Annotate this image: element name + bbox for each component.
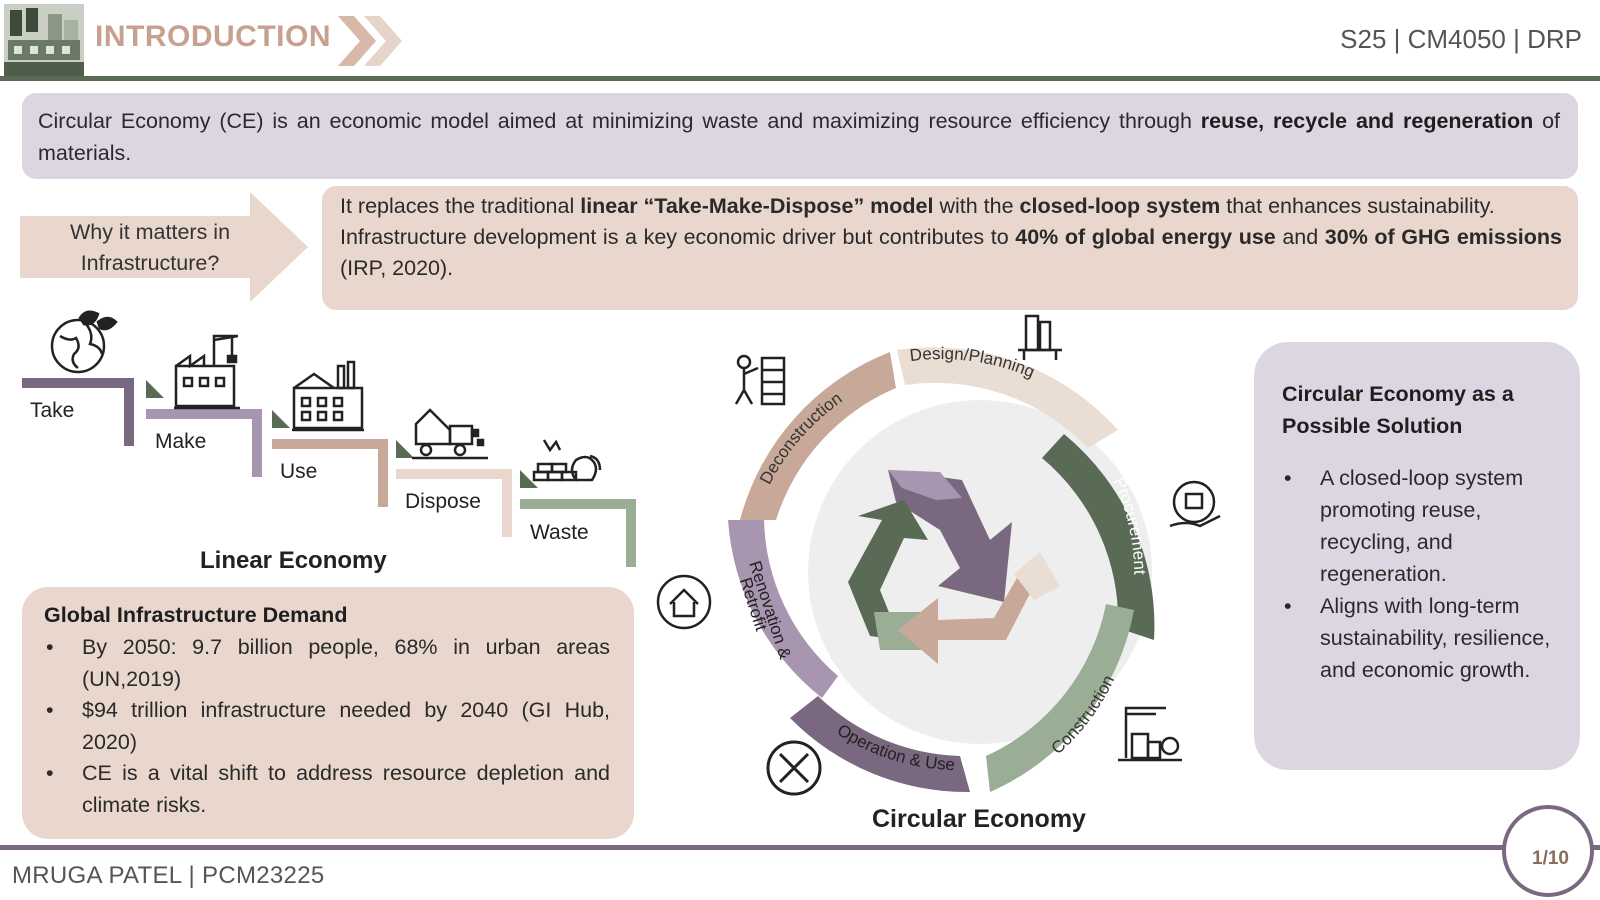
step-make: [146, 380, 262, 477]
worker-deconstruction-icon: [734, 354, 786, 406]
demand-item: By 2050: 9.7 billion people, 68% in urba…: [44, 632, 610, 695]
why-line-1: Why it matters in: [69, 220, 231, 244]
demand-list: By 2050: 9.7 billion people, 68% in urba…: [44, 632, 610, 821]
demand-item: $94 trillion infrastructure needed by 20…: [44, 695, 610, 758]
dump-truck-icon: [412, 408, 488, 460]
intro-text-end: of materials.: [38, 109, 1561, 165]
step-label-dispose: Dispose: [405, 490, 481, 513]
replace-text: and: [1275, 225, 1325, 249]
replace-paragraph-1: It replaces the traditional linear “Take…: [340, 191, 1562, 222]
tools-operation-icon: [766, 740, 822, 796]
step-take: [22, 378, 134, 446]
segment-design-planning: [897, 347, 1118, 448]
replace-bold: linear “Take-Make-Dispose” model: [580, 194, 934, 218]
linear-economy-title: Linear Economy: [200, 547, 387, 574]
linear-vs-closed-loop-box: It replaces the traditional linear “Take…: [322, 186, 1578, 310]
page-number: 1/10: [1532, 848, 1569, 869]
circular-economy-diagram: Design/Planning Procurement Construction…: [656, 314, 1221, 796]
step-label-take: Take: [30, 399, 75, 422]
intro-definition-box: Circular Economy (CE) is an economic mod…: [22, 93, 1578, 179]
segment-deconstruction: [740, 352, 896, 520]
why-line-2: Infrastructure?: [80, 251, 220, 275]
segment-construction: [986, 604, 1134, 792]
demand-title: Global Infrastructure Demand: [44, 603, 348, 627]
step-use: [272, 410, 388, 507]
segment-operation-use: [790, 696, 970, 793]
replace-paragraph-2: Infrastructure development is a key econ…: [340, 222, 1562, 284]
solution-title: Circular Economy as a Possible Solution: [1282, 382, 1514, 438]
demand-item: CE is a vital shift to address resource …: [44, 758, 610, 821]
crane-construction-icon: [1118, 706, 1182, 762]
globe-leaf-icon: [50, 310, 118, 374]
global-infrastructure-demand-box: Global Infrastructure Demand By 2050: 9.…: [22, 587, 634, 839]
replace-text: Infrastructure development is a key econ…: [340, 225, 1016, 249]
segment-renovation-retrofit: [728, 520, 838, 698]
replace-text: that enhances sustainability.: [1220, 194, 1495, 218]
crane-factory-icon: [174, 334, 240, 410]
house-renovation-icon: [656, 574, 712, 630]
replace-text: (IRP, 2020).: [340, 256, 454, 280]
step-label-make: Make: [155, 430, 207, 453]
solution-item: A closed-loop system promoting reuse, re…: [1282, 462, 1558, 590]
step-label-waste: Waste: [530, 521, 589, 544]
replace-bold: 30% of GHG emissions: [1324, 225, 1562, 249]
building-design-icon: [1018, 314, 1062, 360]
linear-economy-diagram: [22, 310, 636, 567]
city-buildings-icon: [292, 360, 364, 432]
solution-list: A closed-loop system promoting reuse, re…: [1282, 462, 1558, 686]
step-label-use: Use: [280, 460, 318, 483]
intro-text: Circular Economy (CE) is an economic mod…: [38, 109, 1201, 133]
step-dispose: [396, 440, 512, 537]
step-waste: [520, 470, 636, 567]
slide-title: INTRODUCTION: [95, 20, 331, 53]
why-it-matters-label: Why it matters in Infrastructure?: [40, 217, 260, 279]
author-id: MRUGA PATEL | PCM23225: [12, 862, 325, 889]
intro-bold: reuse, recycle and regeneration: [1200, 109, 1534, 133]
page-indicator: [1502, 805, 1594, 897]
chevrons-icon: [338, 16, 402, 66]
replace-text: It replaces the traditional: [340, 194, 581, 218]
header-divider: [0, 76, 1600, 81]
slide-header: INTRODUCTION S25 | CM4050 | DRP: [0, 0, 1600, 80]
segment-procurement: [1042, 434, 1155, 640]
footer-divider: [0, 845, 1600, 850]
possible-solution-box: Circular Economy as a Possible Solution …: [1254, 342, 1580, 770]
circular-economy-title: Circular Economy: [872, 805, 1086, 833]
waste-bags-icon: [532, 439, 602, 482]
city-logo-icon: [4, 4, 84, 76]
replace-text: with the: [933, 194, 1020, 218]
course-code: S25 | CM4050 | DRP: [1340, 24, 1582, 54]
hand-procurement-icon: [1169, 480, 1221, 528]
solution-item: Aligns with long-term sustainability, re…: [1282, 590, 1558, 686]
why-arrow-shape: [20, 192, 308, 302]
replace-bold: closed-loop system: [1019, 194, 1221, 218]
replace-bold: 40% of global energy use: [1015, 225, 1276, 249]
recycle-arrows-icon: [848, 470, 1060, 664]
